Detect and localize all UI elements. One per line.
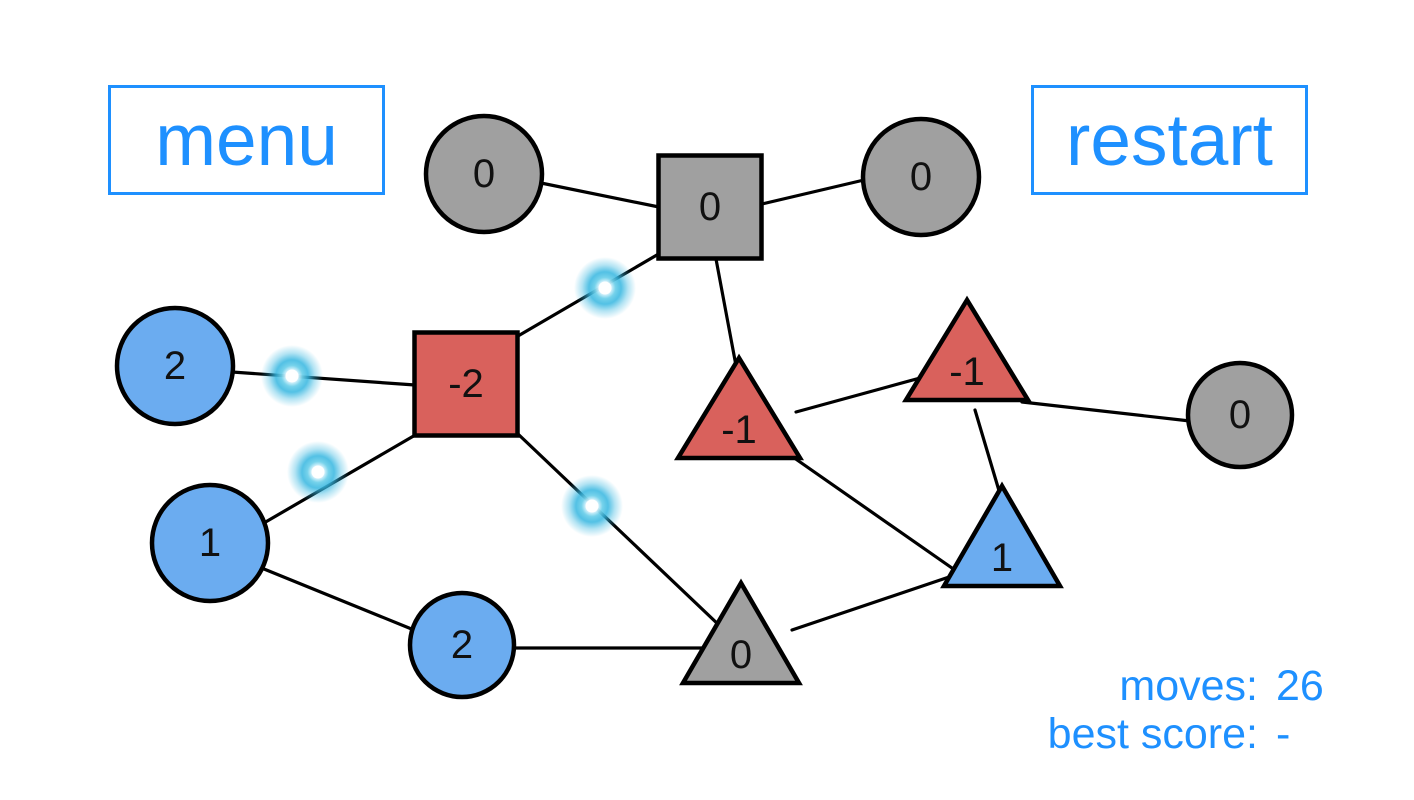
node-value-label: 0 <box>1229 393 1251 437</box>
best-score-value: - <box>1276 709 1291 758</box>
node-shape <box>114 305 236 427</box>
node-shape <box>940 481 1064 589</box>
edge-glow-marker[interactable] <box>574 257 636 319</box>
graph-edge[interactable] <box>794 376 922 414</box>
node-value-label: -1 <box>721 408 757 452</box>
glow-core <box>585 499 599 513</box>
best-score-label: best score: <box>1047 709 1258 758</box>
node-shape <box>1185 360 1295 470</box>
node-shape <box>673 353 805 461</box>
moves-label: moves: <box>1119 662 1258 711</box>
restart-button[interactable]: restart <box>1031 85 1308 195</box>
node-layer: 0 0 0 2 -2 -1 -1 0 1 1 2 0 <box>114 113 1295 700</box>
graph-edge[interactable] <box>539 181 661 209</box>
node-shape <box>679 578 803 686</box>
graph-node-circle[interactable]: 0 <box>1185 360 1295 470</box>
node-shape <box>407 590 517 700</box>
glow-core <box>311 465 325 479</box>
graph-edge[interactable] <box>790 574 954 632</box>
glow-core <box>598 281 612 295</box>
graph-edge[interactable] <box>760 178 866 206</box>
node-shape <box>149 482 271 604</box>
node-shape <box>901 295 1033 403</box>
edge-glow-marker[interactable] <box>261 345 323 407</box>
node-shape <box>656 153 764 261</box>
graph-node-triangle[interactable]: 0 <box>679 578 803 686</box>
graph-node-circle[interactable]: 2 <box>407 590 517 700</box>
node-value-label: -1 <box>949 350 985 394</box>
node-value-label: 1 <box>199 521 221 565</box>
glow-marker-layer <box>261 257 636 537</box>
best-score-row: best score: - <box>1047 709 1346 758</box>
graph-edge[interactable] <box>714 257 739 373</box>
node-value-label: -2 <box>448 362 484 406</box>
graph-edge[interactable] <box>230 370 417 387</box>
graph-node-circle[interactable]: 0 <box>860 116 982 238</box>
node-value-label: 0 <box>699 185 721 229</box>
edge-glow-marker[interactable] <box>287 441 349 503</box>
graph-node-square[interactable]: -2 <box>412 330 520 438</box>
graph-edge[interactable] <box>1020 400 1192 423</box>
graph-edge[interactable] <box>516 432 723 629</box>
node-value-label: 0 <box>473 152 495 196</box>
node-shape <box>412 330 520 438</box>
graph-edge[interactable] <box>973 408 1002 496</box>
graph-edge[interactable] <box>262 567 416 632</box>
node-value-label: 2 <box>164 344 186 388</box>
node-value-label: 1 <box>991 536 1013 580</box>
node-value-label: 0 <box>910 155 932 199</box>
graph-node-triangle[interactable]: -1 <box>901 295 1033 403</box>
score-panel: moves: 26 best score: - <box>1048 663 1346 758</box>
node-shape <box>423 113 545 235</box>
menu-button[interactable]: menu <box>108 85 385 195</box>
graph-node-circle[interactable]: 2 <box>114 305 236 427</box>
graph-node-square[interactable]: 0 <box>656 153 764 261</box>
moves-row: moves: 26 <box>1048 662 1346 711</box>
node-value-label: 0 <box>730 633 752 677</box>
graph-node-circle[interactable]: 0 <box>423 113 545 235</box>
graph-edge[interactable] <box>788 453 974 584</box>
glow-core <box>285 369 299 383</box>
graph-node-circle[interactable]: 1 <box>149 482 271 604</box>
graph-node-triangle[interactable]: 1 <box>940 481 1064 589</box>
node-shape <box>860 116 982 238</box>
node-value-label: 2 <box>451 623 473 667</box>
edge-glow-marker[interactable] <box>561 475 623 537</box>
graph-node-triangle[interactable]: -1 <box>673 353 805 461</box>
moves-value: 26 <box>1276 662 1324 711</box>
